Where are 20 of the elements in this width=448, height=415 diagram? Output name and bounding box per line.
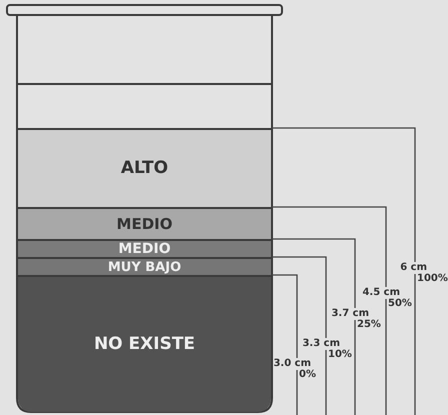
height-label: 3.0 cm	[273, 358, 311, 370]
layer-label: ALTO	[120, 160, 168, 177]
height-label: 3.7 cm	[331, 308, 369, 320]
liquid-layer	[18, 275, 271, 412]
percent-label: 10%	[328, 350, 352, 360]
percent-label: 100%	[417, 274, 448, 284]
height-label: 4.5 cm	[362, 287, 400, 299]
liquid-layer	[18, 128, 271, 207]
height-label: 6 cm	[400, 262, 427, 274]
percent-label: 0%	[299, 370, 316, 380]
layer-label: MEDIO	[116, 216, 172, 232]
percent-label: 25%	[357, 320, 381, 330]
liquid-layer	[18, 207, 271, 239]
liquid-layer	[18, 239, 271, 257]
liquid-layer	[18, 257, 271, 275]
height-label: 3.3 cm	[302, 338, 340, 350]
layer-label: NO EXISTE	[94, 336, 196, 353]
layer-label: MUY BAJO	[108, 260, 182, 274]
percent-label: 50%	[388, 299, 412, 309]
layer-label: MEDIO	[118, 242, 171, 256]
